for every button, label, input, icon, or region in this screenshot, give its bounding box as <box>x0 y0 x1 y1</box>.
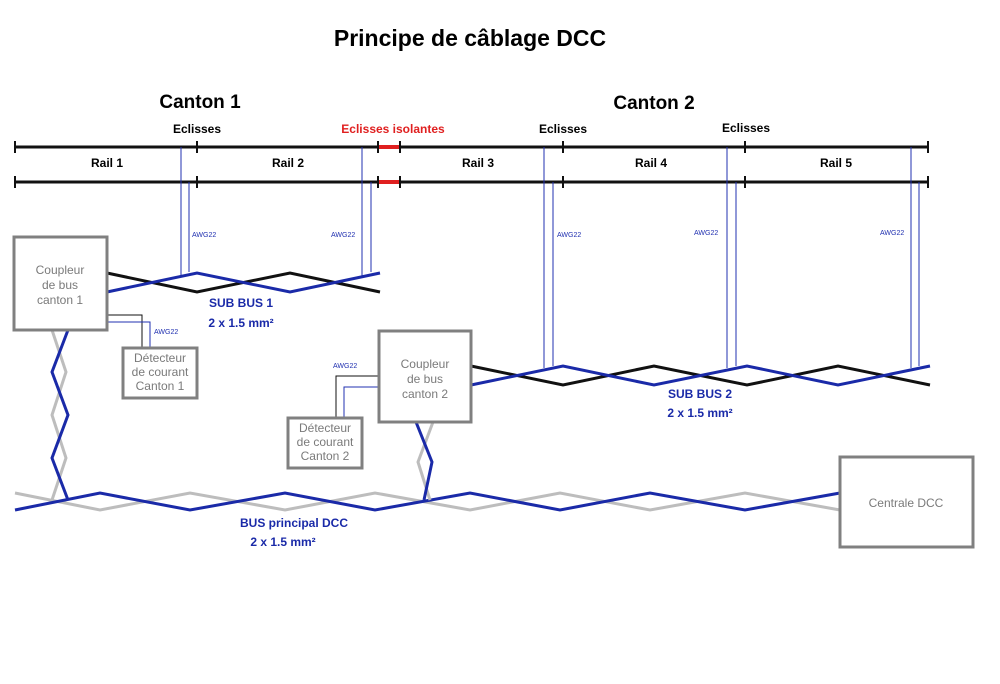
sub-bus-1-wires <box>106 271 381 294</box>
coupleur-2-line-3: canton 2 <box>402 387 448 401</box>
awg-label-2: AWG22 <box>331 232 355 239</box>
detector-1-wire-blue <box>107 321 151 348</box>
sub-bus-1-blue-wire <box>106 271 381 294</box>
eclisses-label-3: Eclisses <box>722 121 770 135</box>
sub-bus-2-name: SUB BUS 2 <box>668 387 732 401</box>
awg-label-7: AWG22 <box>333 363 357 370</box>
diagram-title: Principe de câblage DCC <box>334 25 606 51</box>
detecteur-canton-1-box: Détecteur de courant Canton 1 <box>121 346 199 400</box>
detecteur-2-line-1: Détecteur <box>299 421 351 435</box>
awg-label-3: AWG22 <box>557 232 581 239</box>
detecteur-1-line-3: Canton 1 <box>136 379 185 393</box>
detecteur-1-line-2: de courant <box>132 365 189 379</box>
rail-4-label: Rail 4 <box>635 156 667 170</box>
coupleur-1-line-1: Coupleur <box>36 263 85 277</box>
main-bus-wires <box>14 491 841 512</box>
eclisses-label-2: Eclisses <box>539 122 587 136</box>
awg-label-1: AWG22 <box>192 232 216 239</box>
coupleur-canton-1-box: Coupleur de bus canton 1 <box>12 235 109 332</box>
rail-5-label: Rail 5 <box>820 156 852 170</box>
awg-label-5: AWG22 <box>880 230 904 237</box>
detecteur-canton-2-box: Détecteur de courant Canton 2 <box>286 416 364 470</box>
coupleur-2-line-2: de bus <box>407 372 443 386</box>
detector-2-wire-blue <box>343 386 379 418</box>
awg-label-6: AWG22 <box>154 329 178 336</box>
main-bus-blue-wire <box>14 491 841 512</box>
canton-1-label: Canton 1 <box>159 92 241 113</box>
rail-joint-ticks <box>14 141 929 188</box>
coupleur-1-line-2: de bus <box>42 278 78 292</box>
centrale-dcc-label: Centrale DCC <box>869 496 944 510</box>
coupleur-2-line-1: Coupleur <box>401 357 450 371</box>
eclisses-label-1: Eclisses <box>173 122 221 136</box>
coupleur-2-drop-wires <box>414 421 435 501</box>
rail-3-label: Rail 3 <box>462 156 494 170</box>
sub-bus-1-name: SUB BUS 1 <box>209 296 273 310</box>
sub-bus-2-blue-wire <box>470 364 931 387</box>
coupleur-1-line-3: canton 1 <box>37 293 83 307</box>
main-bus-section: 2 x 1.5 mm² <box>250 535 315 549</box>
rail-1-label: Rail 1 <box>91 156 123 170</box>
rail-2-label: Rail 2 <box>272 156 304 170</box>
sub-bus-1-section: 2 x 1.5 mm² <box>208 316 273 330</box>
feeder-wires <box>180 147 920 368</box>
detecteur-1-line-1: Détecteur <box>134 351 186 365</box>
sub-bus-2-section: 2 x 1.5 mm² <box>667 406 732 420</box>
sub-bus-2-wires <box>470 364 931 387</box>
coupleur-1-drop-grey <box>50 329 68 501</box>
canton-2-label: Canton 2 <box>613 93 694 114</box>
detecteur-2-line-2: de courant <box>297 435 354 449</box>
insulating-joints <box>378 145 400 184</box>
eclisses-isolantes-label: Eclisses isolantes <box>341 122 445 136</box>
detecteur-2-line-3: Canton 2 <box>301 449 350 463</box>
centrale-dcc-box: Centrale DCC <box>838 455 975 549</box>
awg-label-4: AWG22 <box>694 230 718 237</box>
main-bus-name: BUS principal DCC <box>240 516 348 530</box>
detector-1-wire-black <box>107 314 143 348</box>
coupleur-canton-2-box: Coupleur de bus canton 2 <box>377 329 473 424</box>
coupleur-1-drop-blue <box>50 329 70 501</box>
coupleur-2-drop-blue <box>414 421 434 501</box>
coupleur-1-drop-wires <box>50 329 70 501</box>
detector-wires <box>107 314 379 418</box>
detector-2-wire-black <box>335 375 379 418</box>
